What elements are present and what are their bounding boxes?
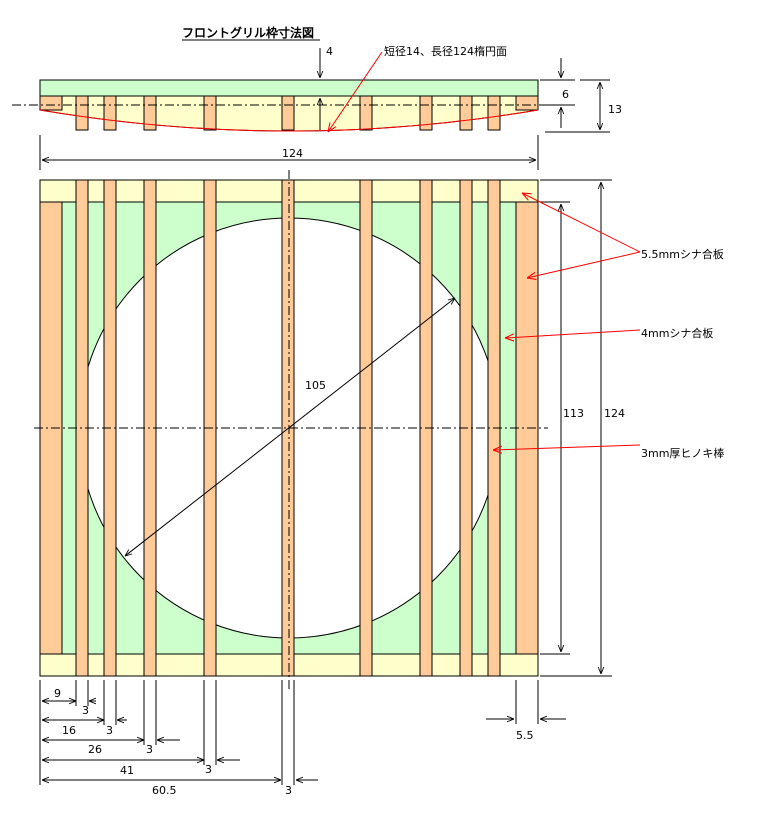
bottom-dimensions: 9 3 16 3 26 3 41 3 60.5 3 5.5 (39, 680, 566, 797)
dim-41-label: 41 (120, 764, 134, 777)
dim-605-label: 60.5 (152, 784, 177, 797)
top-view-bar-9 (487, 95, 501, 131)
top-view-bar-5 (281, 95, 295, 131)
plywood-4-callout: 4mmシナ合板 (641, 326, 713, 340)
depth-label: 4 (326, 45, 333, 58)
height-label: 13 (608, 103, 622, 116)
dim-3a-label: 3 (82, 704, 89, 717)
plywood-55-leader-top (522, 193, 641, 253)
top-view-side-1 (39, 95, 63, 111)
ellipse-note-leader (328, 51, 383, 132)
plywood-55-callout: 5.5mmシナ合板 (641, 247, 724, 261)
dim-3e-label: 3 (285, 784, 292, 797)
hinoki-bar-leader (493, 444, 641, 450)
hinoki-bar-callout: 3mm厚ヒノキ棒 (641, 446, 724, 460)
dim-55-label: 5.5 (516, 729, 534, 742)
dim-3c-label: 3 (146, 743, 153, 756)
diameter-dim-line (125, 298, 455, 556)
front-view: 105 113 124 5.5mmシナ合板 4mmシナ合板 3mm厚ヒノキ棒 (34, 170, 724, 690)
plywood-55-leader-side (527, 251, 641, 278)
dim-3d-label: 3 (205, 763, 212, 776)
drawing-title: フロントグリル枠寸法図 (182, 25, 314, 40)
top-view-bars (39, 95, 539, 131)
diameter-label: 105 (305, 379, 326, 392)
top-view-bar-8 (459, 95, 473, 131)
dim-16-label: 16 (62, 724, 76, 737)
bottom-extension-lines (39, 680, 539, 785)
top-view-side-2 (515, 95, 539, 111)
thickness-label: 6 (562, 88, 569, 101)
ellipse-note: 短径14、長径124楕円面 (384, 44, 507, 58)
top-view-green-band (39, 79, 539, 97)
outer-height-label: 124 (604, 407, 625, 420)
top-view: 4 短径14、長径124楕円面 6 13 124 (12, 44, 622, 170)
dim-26-label: 26 (88, 743, 102, 756)
top-view-bar-1 (75, 95, 89, 131)
dim-3b-label: 3 (106, 724, 113, 737)
plywood-4-leader (505, 329, 641, 338)
width-label: 124 (282, 147, 303, 160)
top-view-bar-6 (359, 95, 373, 131)
dim-9-label: 9 (54, 687, 61, 700)
inner-height-label: 113 (563, 407, 584, 420)
ellipse-profile-curve (39, 109, 539, 132)
top-view-bar-4 (203, 95, 217, 131)
top-view-bar-2 (103, 95, 117, 131)
